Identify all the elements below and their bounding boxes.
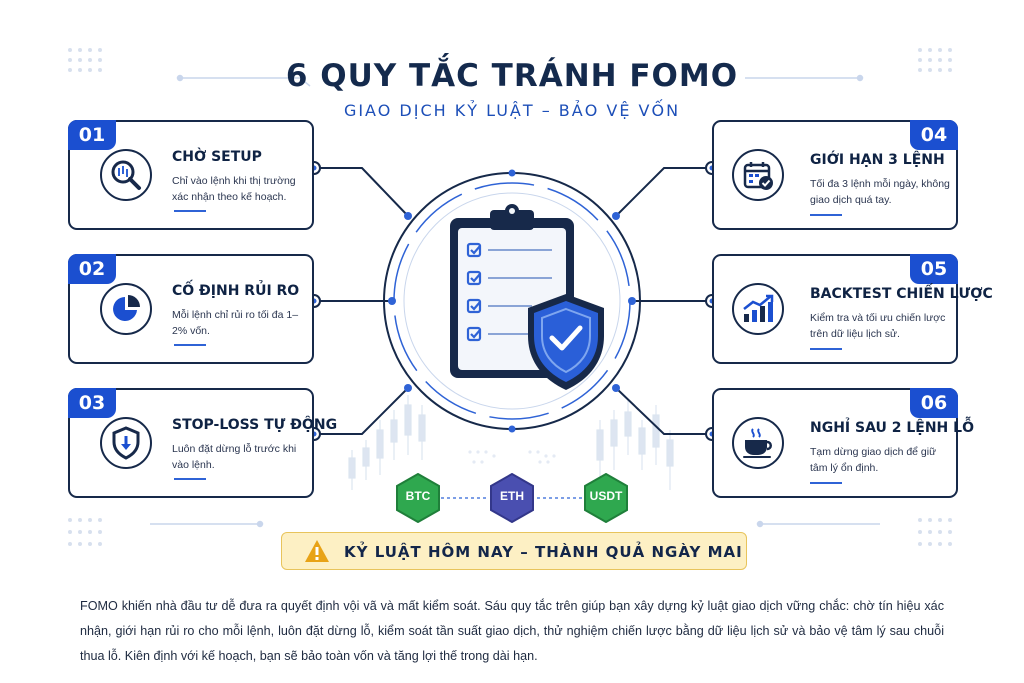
- map-dots-decor: [468, 450, 556, 464]
- growth-bars-icon: [732, 283, 784, 335]
- coin-label: USDT: [589, 489, 623, 503]
- rule-description: Mỗi lệnh chỉ rủi ro tối đa 1–2% vốn.: [172, 309, 299, 337]
- dot-grid-bottom-right: [918, 518, 952, 546]
- accent-line: [810, 214, 842, 216]
- rule-description: Chỉ vào lệnh khi thị trường xác nhận the…: [172, 175, 296, 203]
- ring-dots: [508, 169, 516, 433]
- decor-lines: [150, 74, 880, 528]
- rule-card-4: 04 GIỚI HẠN 3 LỆNH Tối đa 3 lệnh mỗi ngà…: [712, 120, 958, 230]
- pie-chart-icon: [100, 283, 152, 335]
- summary-paragraph: FOMO khiến nhà đầu tư dễ đưa ra quyết đị…: [80, 599, 944, 663]
- rule-title: GIỚI HẠN 3 LỆNH: [810, 152, 945, 168]
- rule-number-badge: 01: [68, 120, 116, 150]
- rule-number-badge: 06: [910, 388, 958, 418]
- rule-title: CỐ ĐỊNH RỦI RO: [172, 283, 300, 299]
- rule-description: Luôn đặt dừng lỗ trước khi vào lệnh.: [172, 443, 297, 471]
- magnifier-chart-icon: [100, 149, 152, 201]
- coin-label: ETH: [500, 489, 524, 503]
- accent-line: [174, 478, 206, 480]
- rule-title: NGHỈ SAU 2 LỆNH LỖ: [810, 420, 974, 436]
- motto-text: KỶ LUẬT HÔM NAY – THÀNH QUẢ NGÀY MAI: [344, 543, 743, 561]
- dot-grid-bottom-left: [68, 518, 102, 546]
- shield-check-icon: [528, 294, 604, 390]
- coin-label: BTC: [405, 489, 431, 503]
- shield-arrow-icon: [100, 417, 152, 469]
- warning-icon: [305, 540, 329, 562]
- rule-number-badge: 05: [910, 254, 958, 284]
- usdt-coin: USDT: [583, 472, 629, 524]
- coffee-cup-icon: [732, 417, 784, 469]
- dot-grid-top-left: [68, 48, 102, 72]
- rule-title: STOP-LOSS TỰ ĐỘNG: [172, 417, 338, 433]
- accent-line: [174, 344, 206, 346]
- rule-title: CHỜ SETUP: [172, 149, 262, 165]
- eth-coin: ETH: [489, 472, 535, 524]
- accent-line: [810, 482, 842, 484]
- rule-description: Tạm dừng giao dịch để giữ tâm lý ổn định…: [810, 446, 937, 474]
- btc-coin: BTC: [395, 472, 441, 524]
- rule-title: BACKTEST CHIẾN LƯỢC: [810, 286, 993, 302]
- candlestick-decor: [348, 395, 674, 490]
- rule-card-3: 03 STOP-LOSS TỰ ĐỘNG Luôn đặt dừng lỗ tr…: [68, 388, 337, 498]
- rule-number-badge: 04: [910, 120, 958, 150]
- connectors: [314, 167, 712, 435]
- rule-card-6: 06 NGHỈ SAU 2 LỆNH LỖ Tạm dừng giao dịch…: [712, 388, 974, 498]
- rule-number-badge: 02: [68, 254, 116, 284]
- rule-number-badge: 03: [68, 388, 116, 418]
- rule-card-1: 01 CHỜ SETUP Chỉ vào lệnh khi thị trường…: [68, 120, 314, 230]
- accent-line: [810, 348, 842, 350]
- accent-line: [174, 210, 206, 212]
- page-subtitle: GIAO DỊCH KỶ LUẬT – BẢO VỆ VỐN: [343, 101, 681, 120]
- dot-grid-top-right: [918, 48, 952, 72]
- calendar-check-icon: [732, 149, 784, 201]
- page-title: 6 QUY TẮC TRÁNH FOMO: [285, 58, 739, 94]
- motto-banner: KỶ LUẬT HÔM NAY – THÀNH QUẢ NGÀY MAI: [281, 532, 747, 570]
- rule-description: Tối đa 3 lệnh mỗi ngày, không giao dịch …: [810, 178, 950, 206]
- rule-card-2: 02 CỐ ĐỊNH RỦI RO Mỗi lệnh chỉ rủi ro tố…: [68, 254, 314, 364]
- rule-card-5: 05 BACKTEST CHIẾN LƯỢC Kiểm tra và tối ư…: [712, 254, 993, 364]
- rule-description: Kiểm tra và tối ưu chiến lược trên dữ li…: [810, 312, 946, 340]
